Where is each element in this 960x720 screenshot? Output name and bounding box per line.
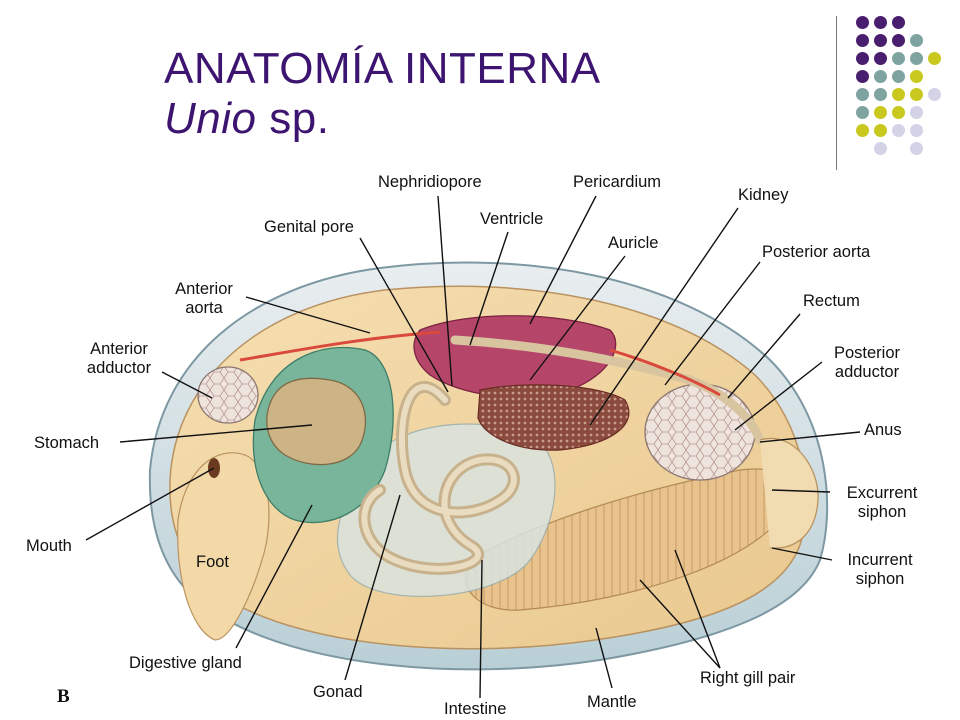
label-incurrent-line1: Incurrent bbox=[847, 551, 913, 569]
label-digestive-gland: Digestive gland bbox=[129, 654, 242, 672]
decor-dot bbox=[856, 34, 869, 47]
decor-dot bbox=[874, 142, 887, 155]
decor-dot bbox=[910, 142, 923, 155]
label-excurrent-line1: Excurrent bbox=[846, 484, 918, 502]
label-mouth: Mouth bbox=[26, 537, 72, 555]
label-anterior-adductor-line1: Anterior bbox=[90, 340, 148, 358]
label-auricle: Auricle bbox=[608, 234, 659, 252]
label-anterior-aorta-line1: Anterior bbox=[175, 280, 233, 298]
title-line-2: Unio sp. bbox=[164, 94, 601, 144]
decor-dot bbox=[874, 70, 887, 83]
leader-lines bbox=[85, 195, 861, 699]
decor-divider-line bbox=[836, 16, 837, 170]
decor-dot bbox=[928, 88, 941, 101]
stomach bbox=[266, 377, 367, 466]
decor-dot bbox=[874, 88, 887, 101]
decor-dot bbox=[874, 52, 887, 65]
decor-dot bbox=[874, 34, 887, 47]
label-rectum: Rectum bbox=[803, 292, 860, 310]
decor-dot bbox=[910, 106, 923, 119]
decor-dot bbox=[910, 70, 923, 83]
rectum bbox=[450, 335, 765, 445]
title-line-1: ANATOMÍA INTERNA bbox=[164, 44, 601, 93]
slide-title: ANATOMÍA INTERNA Unio sp. bbox=[164, 44, 601, 144]
label-anterior-aorta-line2: aorta bbox=[185, 299, 223, 317]
decor-dot bbox=[856, 124, 869, 137]
decor-dot bbox=[856, 88, 869, 101]
label-nephridiopore: Nephridiopore bbox=[378, 173, 482, 191]
kidney bbox=[477, 384, 630, 451]
decor-dot bbox=[892, 124, 905, 137]
label-posterior-adductor: Posterior adductor bbox=[822, 344, 912, 382]
decor-dot bbox=[874, 106, 887, 119]
decor-dot bbox=[892, 52, 905, 65]
decor-dot bbox=[892, 88, 905, 101]
label-posterior-aorta: Posterior aorta bbox=[762, 243, 871, 261]
aorta bbox=[239, 330, 721, 397]
decor-dot bbox=[892, 106, 905, 119]
title-genus: Unio bbox=[164, 94, 257, 143]
decor-dot bbox=[910, 52, 923, 65]
decor-dot bbox=[910, 88, 923, 101]
label-excurrent-siphon: Excurrent siphon bbox=[834, 484, 930, 522]
decor-dot bbox=[874, 16, 887, 29]
panel-letter: B bbox=[57, 686, 70, 707]
label-anterior-aorta: Anterior aorta bbox=[166, 280, 242, 318]
label-gonad: Gonad bbox=[313, 683, 363, 701]
label-posterior-adductor-line1: Posterior bbox=[833, 344, 901, 362]
label-anterior-adductor: Anterior adductor bbox=[76, 340, 162, 378]
label-excurrent-line2: siphon bbox=[857, 503, 907, 521]
label-intestine: Intestine bbox=[444, 700, 507, 718]
label-right-gill-pair: Right gill pair bbox=[700, 669, 796, 687]
decor-dot bbox=[892, 70, 905, 83]
decor-dot bbox=[856, 70, 869, 83]
decor-dot bbox=[856, 52, 869, 65]
label-anterior-adductor-line2: adductor bbox=[86, 359, 152, 377]
label-stomach: Stomach bbox=[34, 434, 100, 452]
decor-dot bbox=[856, 16, 869, 29]
decor-dot bbox=[892, 34, 905, 47]
decor-dot bbox=[874, 124, 887, 137]
decor-dot bbox=[892, 16, 905, 29]
decor-dot-grid bbox=[850, 14, 950, 155]
label-incurrent-line2: siphon bbox=[855, 570, 905, 588]
label-pericardium: Pericardium bbox=[573, 173, 662, 191]
label-ventricle: Ventricle bbox=[480, 210, 544, 228]
label-foot: Foot bbox=[196, 553, 230, 571]
anterior-adductor bbox=[197, 366, 259, 424]
label-kidney: Kidney bbox=[738, 186, 789, 204]
label-genital-pore: Genital pore bbox=[264, 218, 354, 236]
posterior-adductor bbox=[644, 383, 756, 481]
siphons bbox=[759, 437, 819, 549]
label-incurrent-siphon: Incurrent siphon bbox=[834, 551, 926, 589]
decor-dot bbox=[928, 52, 941, 65]
decor-dot bbox=[910, 124, 923, 137]
title-species: sp. bbox=[256, 94, 330, 143]
decor-dot bbox=[856, 106, 869, 119]
foot bbox=[177, 452, 270, 641]
label-anus: Anus bbox=[864, 421, 902, 439]
decor-dot bbox=[910, 34, 923, 47]
label-mantle: Mantle bbox=[587, 693, 637, 711]
label-posterior-adductor-line2: adductor bbox=[834, 363, 900, 381]
